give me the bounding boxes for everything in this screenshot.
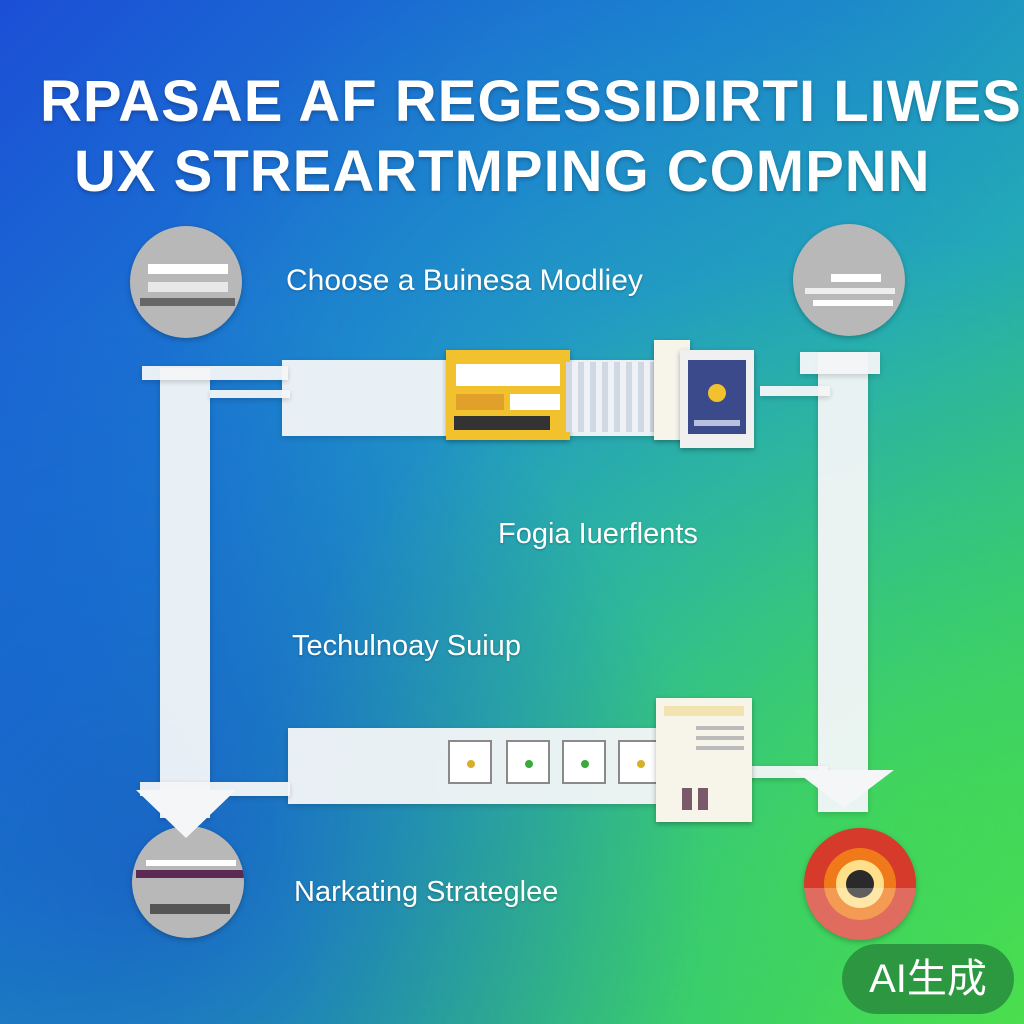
title-line-2: UX STREARTMPING COMPNN <box>74 139 931 204</box>
target-icon-bottom-right <box>804 828 916 940</box>
top-right-cap <box>800 352 880 374</box>
top-left-connector <box>142 366 288 380</box>
module-slot-3-icon <box>562 740 606 784</box>
step-label-funding: Fogia Iuerflents <box>498 518 698 550</box>
document-icon-bottom-left <box>132 826 244 938</box>
ai-generated-badge: AI生成 <box>842 944 1014 1014</box>
stacked-documents-icon <box>656 698 752 822</box>
loop-right-rail <box>818 352 868 812</box>
title-line-1: RPASAE AF REGESSIDIRTI LIWES <box>40 69 1022 134</box>
dashboard-card-icon <box>446 350 570 440</box>
profile-card-icon <box>680 350 754 448</box>
top-left-connector-2 <box>210 390 290 398</box>
step-label-business-model: Choose a Buinesa Modliey <box>286 264 643 297</box>
grid-panel-icon <box>566 362 656 432</box>
step-label-marketing-strategies: Narkating Strateglee <box>294 876 559 908</box>
document-icon-top-left <box>130 226 242 338</box>
document-icon-top-right <box>793 224 905 336</box>
module-slot-1-icon <box>448 740 492 784</box>
step-label-technology-setup: Techulnoay Suiup <box>292 630 521 662</box>
module-slot-2-icon <box>506 740 550 784</box>
arrow-down-left-icon <box>136 790 236 838</box>
arrow-up-right-icon <box>794 770 894 808</box>
module-slot-4-icon <box>618 740 662 784</box>
top-right-connector <box>760 386 830 396</box>
loop-left-rail <box>160 368 210 818</box>
